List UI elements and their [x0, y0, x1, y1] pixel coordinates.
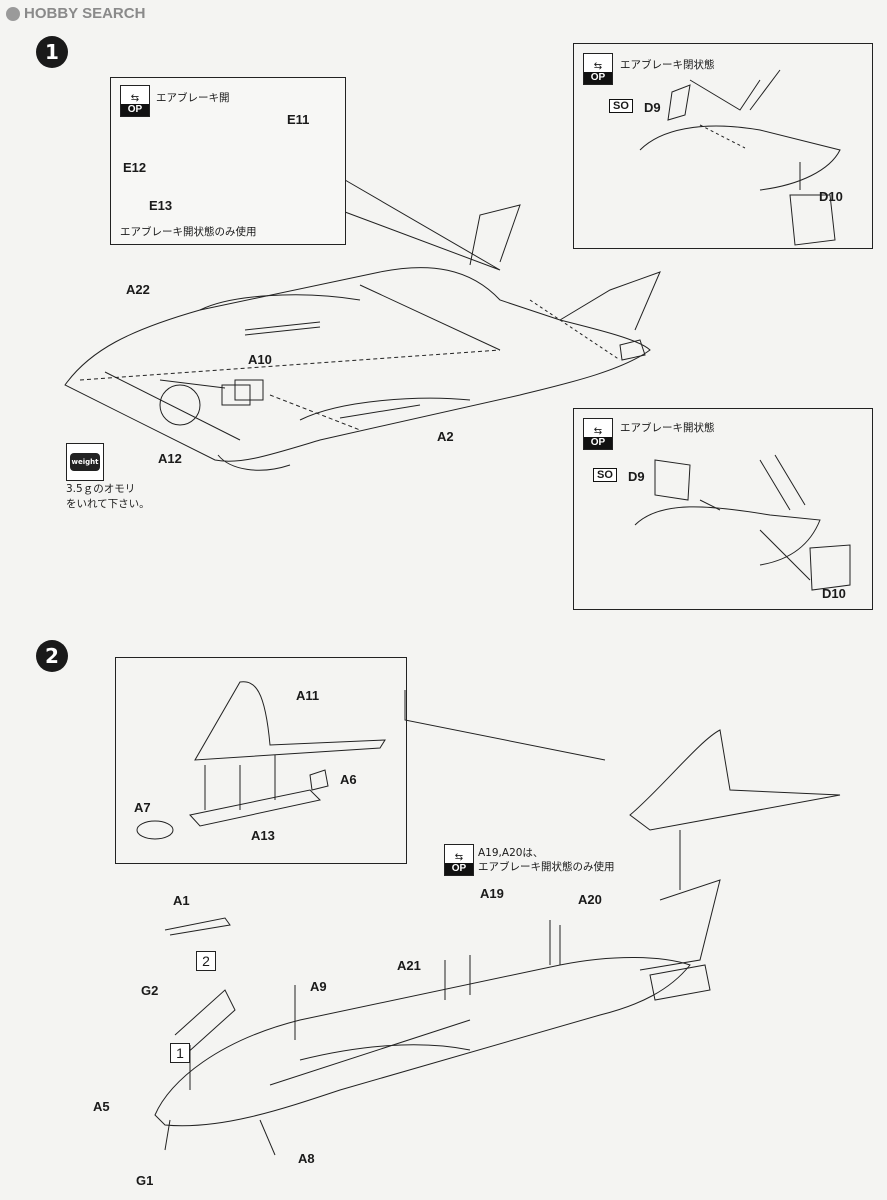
weight-note-line-1: 3.5ｇのオモリ: [66, 483, 136, 495]
part-label-d10: D10: [822, 586, 846, 601]
option-label: OP: [584, 72, 612, 84]
part-label-a2: A2: [437, 429, 454, 444]
part-label-a1: A1: [173, 893, 190, 908]
step2-note-line-1: A19,A20は、: [478, 847, 544, 859]
so-badge: SO: [593, 468, 617, 482]
part-label-a21: A21: [397, 958, 421, 973]
step-2-badge: 2: [36, 640, 68, 672]
option-icon: ⇆ OP: [583, 418, 613, 450]
part-label-d10: D10: [819, 189, 843, 204]
part-label-a10: A10: [248, 352, 272, 367]
hobby-search-logo-icon: [6, 6, 20, 21]
part-label-e13: E13: [149, 198, 173, 213]
part-label-a9: A9: [310, 979, 327, 994]
watermark-text: HOBBY SEARCH: [24, 5, 146, 22]
so-badge: SO: [609, 99, 633, 113]
option-label: OP: [121, 104, 149, 116]
part-label-g1: G1: [136, 1173, 154, 1188]
part-label-a8: A8: [298, 1151, 315, 1166]
option-icon: ⇆ OP: [583, 53, 613, 85]
sub-step-1-box: 1: [170, 1043, 190, 1063]
option-label: OP: [445, 863, 473, 875]
inset-note: エアブレーキ開状態のみ使用: [120, 226, 257, 238]
inset-airbrake-closed-top: ⇆ OP エアブレーキ閉状態 SO D9 D10: [573, 43, 873, 249]
part-label-a19: A19: [480, 886, 504, 901]
option-icon: ⇆ OP: [444, 844, 474, 876]
part-label-g2: G2: [141, 983, 159, 998]
step2-note-line-2: エアブレーキ開状態のみ使用: [478, 861, 615, 873]
sub-step-2-box: 2: [196, 951, 216, 971]
step-1-badge: 1: [36, 36, 68, 68]
swap-arrows-icon: ⇆: [454, 852, 464, 863]
inset-title: エアブレーキ閉状態: [620, 59, 715, 71]
step2-note: A19,A20は、 エアブレーキ開状態のみ使用: [478, 846, 615, 874]
part-label-d9: D9: [628, 469, 645, 484]
swap-arrows-icon: ⇆: [593, 61, 603, 72]
part-label-a7: A7: [134, 800, 151, 815]
weight-note: 3.5ｇのオモリ をいれて下さい。: [66, 482, 150, 512]
part-label-d9: D9: [644, 100, 661, 115]
watermark: HOBBY SEARCH: [6, 5, 145, 22]
part-label-a13: A13: [251, 828, 275, 843]
inset-title: エアブレーキ開状態: [620, 422, 715, 434]
weight-note-line-2: をいれて下さい。: [66, 498, 150, 510]
part-label-e11: E11: [287, 112, 310, 127]
inset-airbrake-open: ⇆ OP エアブレーキ開 E11 E12 E13 エアブレーキ開状態のみ使用: [110, 77, 346, 245]
swap-arrows-icon: ⇆: [130, 93, 140, 104]
part-label-a6: A6: [340, 772, 357, 787]
weight-icon-label: weight: [69, 453, 101, 471]
inset-airbrake-open-mid: ⇆ OP エアブレーキ開状態 SO D9 D10: [573, 408, 873, 610]
weight-icon: weight: [66, 443, 104, 481]
inset-title: エアブレーキ開: [156, 92, 230, 104]
part-label-e12: E12: [123, 160, 147, 175]
part-label-a12: A12: [158, 451, 182, 466]
inset-tail-assembly: A11 A6 A7 A13: [115, 657, 407, 864]
part-label-a11: A11: [296, 688, 320, 703]
part-label-a20: A20: [578, 892, 602, 907]
part-label-a5: A5: [93, 1099, 110, 1114]
part-label-a22: A22: [126, 282, 150, 297]
option-label: OP: [584, 437, 612, 449]
swap-arrows-icon: ⇆: [593, 426, 603, 437]
option-icon: ⇆ OP: [120, 85, 150, 117]
